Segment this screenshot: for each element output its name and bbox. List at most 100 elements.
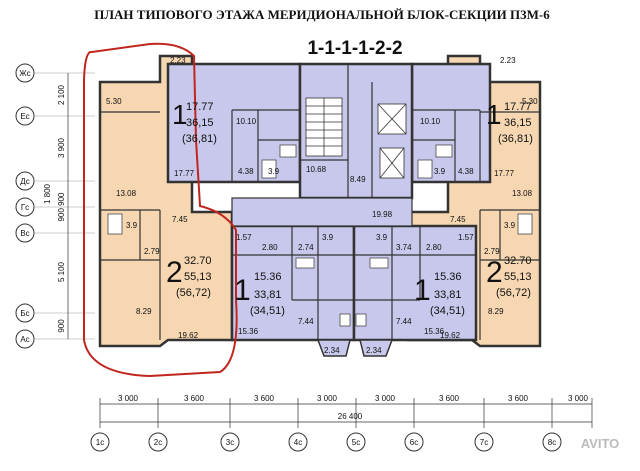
- overall-dimension: 26 400: [338, 412, 363, 421]
- svg-text:Гс: Гс: [21, 203, 29, 212]
- svg-text:19.98: 19.98: [372, 210, 393, 219]
- axis-row-zh: Жс: [15, 63, 35, 83]
- axis-col-3: 3с: [220, 432, 240, 452]
- stair: [305, 97, 343, 157]
- svg-text:900 900: 900 900: [57, 192, 66, 221]
- svg-text:5.30: 5.30: [522, 97, 538, 106]
- svg-text:1: 1: [486, 99, 502, 130]
- svg-text:1.57: 1.57: [458, 233, 474, 242]
- svg-text:(56,72): (56,72): [496, 287, 531, 299]
- svg-text:3.74: 3.74: [396, 243, 412, 252]
- labels-mid-left: 1.57 2.80 2.74 3.9 7.44 15.36 1 15.36 33…: [234, 233, 334, 336]
- labels-core: 10.68 8.49 19.98 2.34 2.34: [306, 165, 393, 355]
- svg-text:(36,81): (36,81): [498, 133, 533, 145]
- axis-col-7: 7с: [474, 432, 494, 452]
- interior-walls: [100, 64, 540, 340]
- apartment-mid-right: [352, 224, 478, 342]
- svg-text:3 000: 3 000: [568, 394, 589, 403]
- corridor: [231, 197, 413, 227]
- svg-text:2.74: 2.74: [298, 243, 314, 252]
- svg-text:5.30: 5.30: [106, 97, 122, 106]
- svg-text:2: 2: [166, 256, 183, 289]
- svg-text:(34,51): (34,51): [250, 305, 285, 317]
- svg-text:900: 900: [57, 319, 66, 333]
- svg-text:2.23: 2.23: [170, 56, 186, 65]
- watermark: AVITO: [581, 436, 620, 451]
- svg-text:(56,72): (56,72): [176, 287, 211, 299]
- svg-text:2.23: 2.23: [500, 56, 516, 65]
- svg-text:3.9: 3.9: [434, 167, 446, 176]
- svg-text:55,13: 55,13: [184, 271, 212, 283]
- svg-text:1с: 1с: [96, 438, 104, 447]
- lifts: [377, 103, 407, 179]
- axis-col-2: 2с: [148, 432, 168, 452]
- svg-text:3.9: 3.9: [126, 221, 138, 230]
- svg-text:17.77: 17.77: [186, 101, 214, 113]
- svg-text:7.44: 7.44: [298, 317, 314, 326]
- vertical-dimensions: 2 100 3 900 1 800 900 900 5 100 900: [43, 73, 69, 339]
- svg-text:2.80: 2.80: [262, 243, 278, 252]
- svg-text:10.10: 10.10: [420, 117, 441, 126]
- highlight-outline: [83, 42, 238, 378]
- svg-text:33,81: 33,81: [434, 289, 462, 301]
- axis-col-1: 1с: [90, 432, 110, 452]
- svg-text:Ас: Ас: [20, 335, 29, 344]
- svg-text:Дс: Дс: [20, 177, 29, 186]
- svg-text:2с: 2с: [154, 438, 162, 447]
- svg-text:17.77: 17.77: [494, 169, 515, 178]
- svg-text:36,15: 36,15: [186, 117, 214, 129]
- axis-row-g: Гс: [15, 197, 35, 217]
- axis-row-v: Вс: [15, 223, 35, 243]
- labels-top-right: 1 17.77 36,15 (36,81) 10.10 3.9 4.38 17.…: [420, 56, 533, 178]
- svg-text:3 000: 3 000: [118, 394, 139, 403]
- svg-text:7.45: 7.45: [172, 215, 188, 224]
- axis-row-d: Дс: [15, 171, 35, 191]
- svg-text:8с: 8с: [548, 438, 556, 447]
- svg-text:3 900: 3 900: [57, 137, 66, 158]
- svg-text:(34,51): (34,51): [430, 305, 465, 317]
- svg-text:19.62: 19.62: [178, 331, 199, 340]
- labels-top-left: 1 17.77 36,15 (36,81) 10.10 3.9 4.38 17.…: [170, 56, 280, 178]
- svg-text:5с: 5с: [352, 438, 360, 447]
- svg-text:2: 2: [486, 256, 503, 289]
- svg-text:(36,81): (36,81): [182, 133, 217, 145]
- svg-text:4с: 4с: [294, 438, 302, 447]
- svg-text:4.38: 4.38: [238, 167, 254, 176]
- svg-text:36,15: 36,15: [504, 117, 532, 129]
- svg-text:Бс: Бс: [20, 309, 29, 318]
- svg-text:2.80: 2.80: [426, 243, 442, 252]
- svg-text:7с: 7с: [480, 438, 488, 447]
- svg-text:Жс: Жс: [19, 69, 30, 78]
- svg-text:13.08: 13.08: [512, 189, 533, 198]
- svg-text:7.44: 7.44: [396, 317, 412, 326]
- svg-text:17.77: 17.77: [504, 101, 532, 113]
- svg-text:8.29: 8.29: [136, 307, 152, 316]
- svg-text:3 600: 3 600: [439, 394, 460, 403]
- svg-text:6с: 6с: [410, 438, 418, 447]
- labels-right: 5.30 13.08 3.9 2.79 7.45 8.29 19.62 2 32…: [440, 97, 538, 340]
- svg-text:3 000: 3 000: [375, 394, 396, 403]
- svg-text:5 100: 5 100: [57, 261, 66, 282]
- svg-text:33,81: 33,81: [254, 289, 282, 301]
- svg-text:3.9: 3.9: [504, 221, 516, 230]
- svg-text:2 100: 2 100: [57, 84, 66, 105]
- svg-text:Вс: Вс: [20, 229, 29, 238]
- svg-text:1: 1: [234, 274, 251, 307]
- svg-text:15.36: 15.36: [434, 271, 462, 283]
- svg-text:3.9: 3.9: [268, 167, 280, 176]
- svg-text:4.38: 4.38: [458, 167, 474, 176]
- labels-left: 5.30 13.08 3.9 2.79 7.45 8.29 19.62 2 32…: [106, 97, 212, 340]
- plan-title: ПЛАН ТИПОВОГО ЭТАЖА МЕРИДИОНАЛЬНОЙ БЛОК-…: [94, 7, 550, 22]
- section-code: 1-1-1-1-2-2: [307, 38, 402, 59]
- axis-col-8: 8с: [542, 432, 562, 452]
- svg-text:1: 1: [414, 274, 431, 307]
- svg-text:15.36: 15.36: [238, 327, 259, 336]
- svg-text:2.34: 2.34: [366, 346, 382, 355]
- svg-text:17.77: 17.77: [174, 169, 195, 178]
- svg-text:19.62: 19.62: [440, 331, 461, 340]
- svg-text:7.45: 7.45: [450, 215, 466, 224]
- svg-text:15.36: 15.36: [254, 271, 282, 283]
- svg-text:2.79: 2.79: [144, 247, 160, 256]
- svg-text:Ес: Ес: [20, 112, 29, 121]
